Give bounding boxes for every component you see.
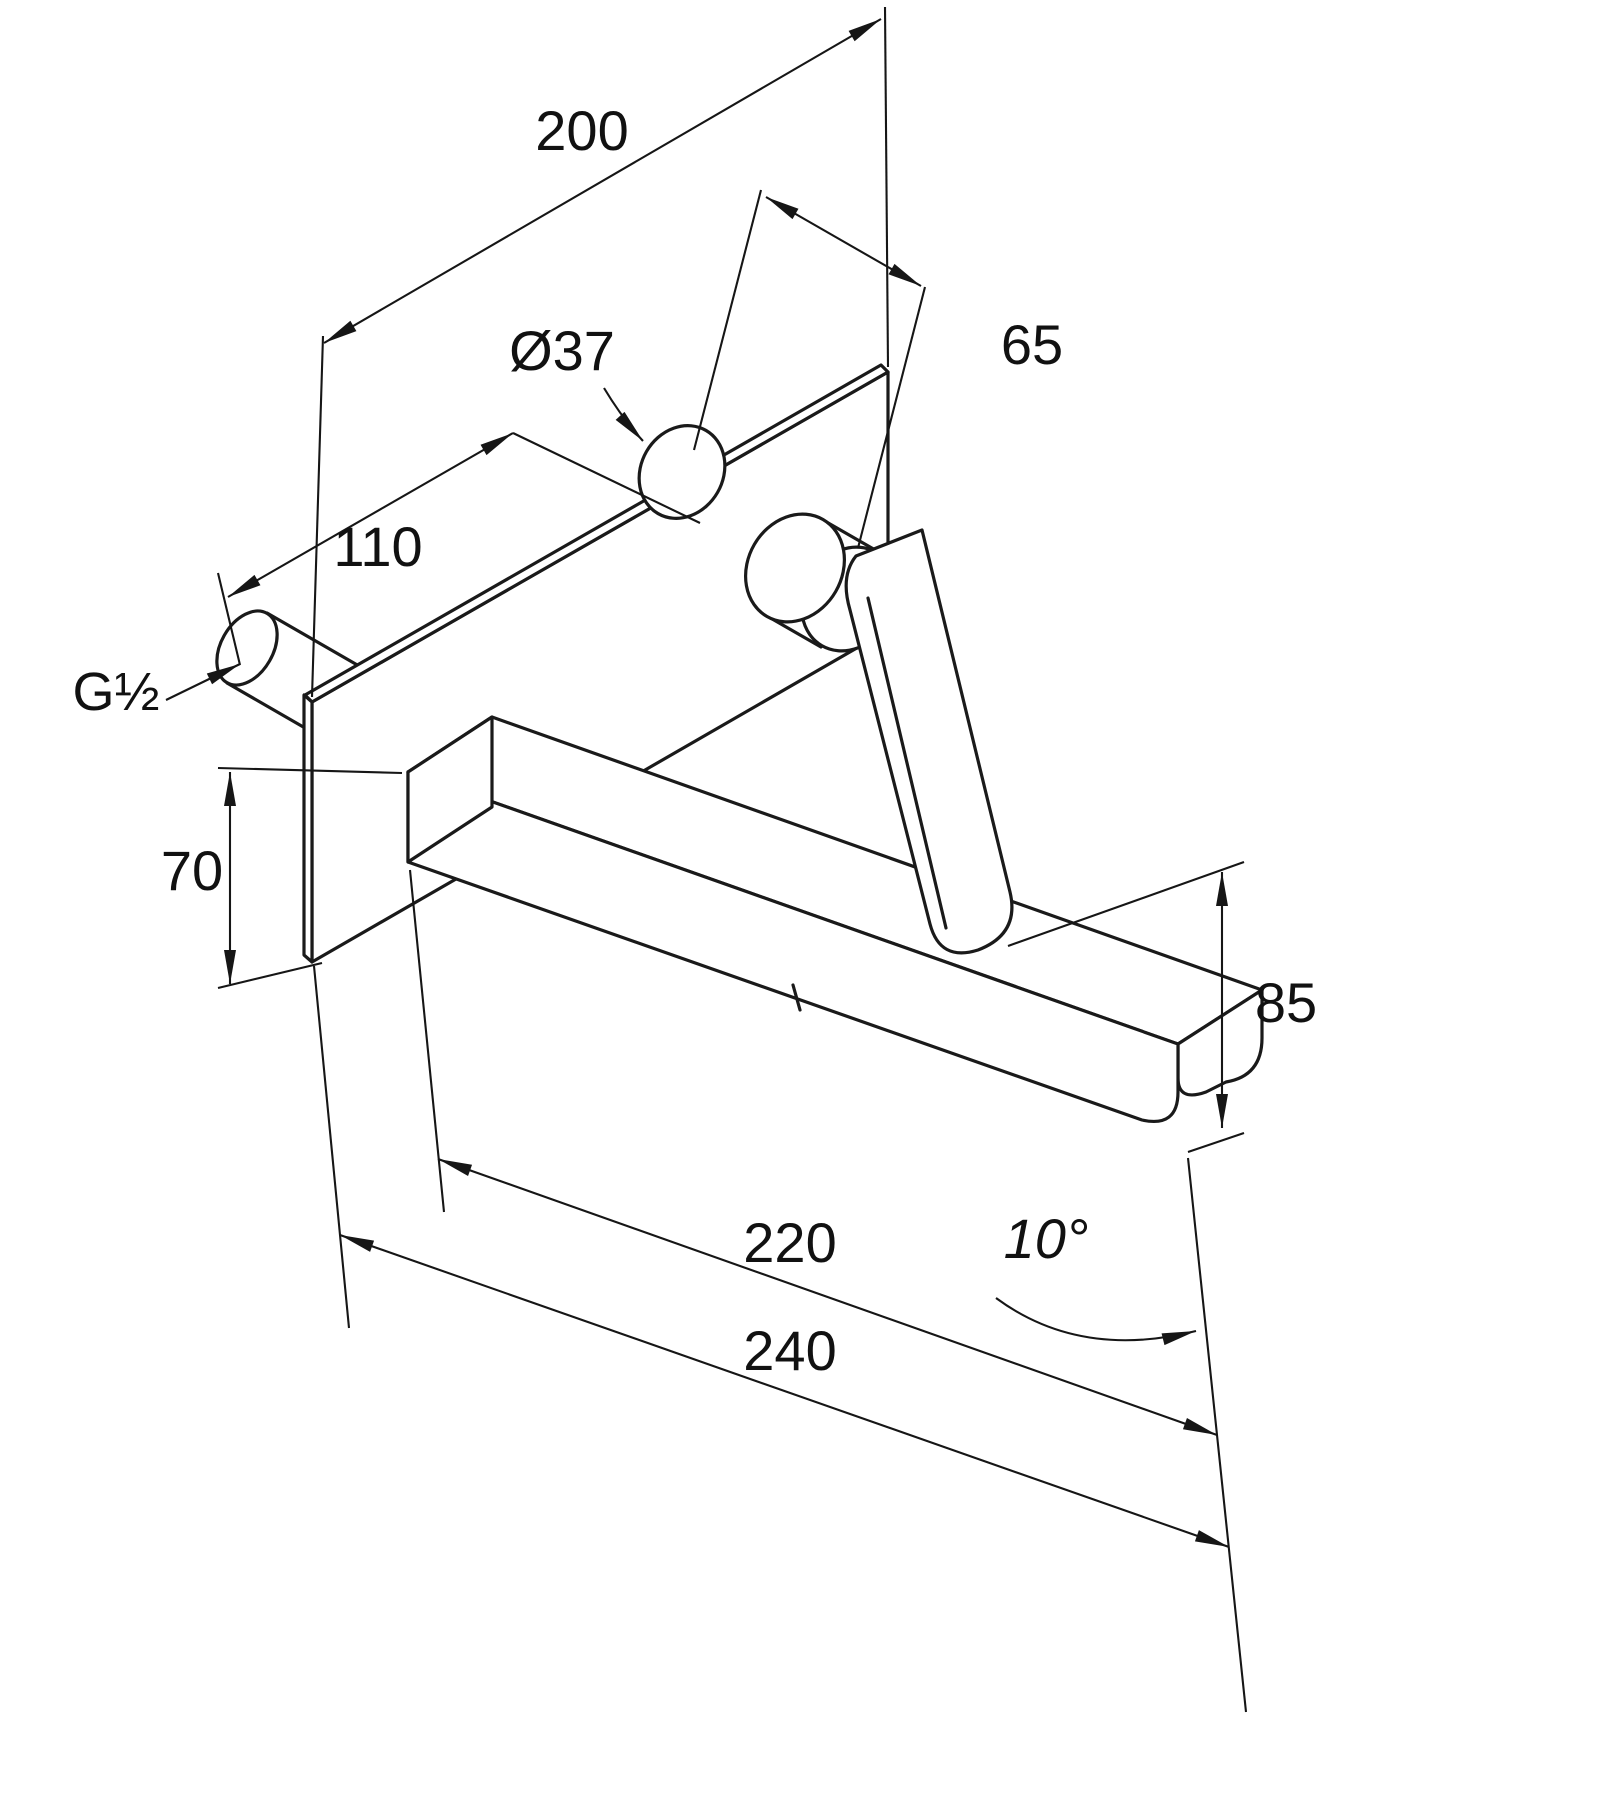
dim-label-65: 65 bbox=[1001, 313, 1063, 376]
dimension-plate-width: 200 bbox=[310, 6, 890, 698]
escutcheon-collar bbox=[637, 424, 727, 520]
dim-label-220: 220 bbox=[743, 1211, 836, 1274]
dimension-collar-diameter: Ø37 bbox=[509, 319, 644, 442]
dim-label-110: 110 bbox=[333, 515, 422, 578]
dimension-spout-angle: 10° bbox=[995, 1207, 1197, 1346]
dimension-total-projection: 240 bbox=[312, 965, 1230, 1548]
dim-label-240: 240 bbox=[743, 1319, 836, 1382]
dim-label-thread: G½ bbox=[72, 662, 159, 722]
dim-label-200: 200 bbox=[535, 99, 628, 162]
dimension-height-right: 85 bbox=[1007, 861, 1317, 1153]
dimension-thread-size: G½ bbox=[72, 662, 241, 722]
spout bbox=[406, 715, 1264, 1123]
dimension-height-left: 70 bbox=[161, 766, 403, 990]
lever-handle bbox=[844, 528, 1014, 955]
dim-label-diameter: Ø37 bbox=[509, 319, 615, 382]
dim-label-70: 70 bbox=[161, 839, 223, 902]
dim-label-85: 85 bbox=[1255, 971, 1317, 1034]
dimension-handle-offset: 65 bbox=[692, 189, 1063, 549]
dim-label-angle: 10° bbox=[1004, 1207, 1089, 1270]
dimension-inlet-projection: 110 bbox=[216, 432, 701, 666]
